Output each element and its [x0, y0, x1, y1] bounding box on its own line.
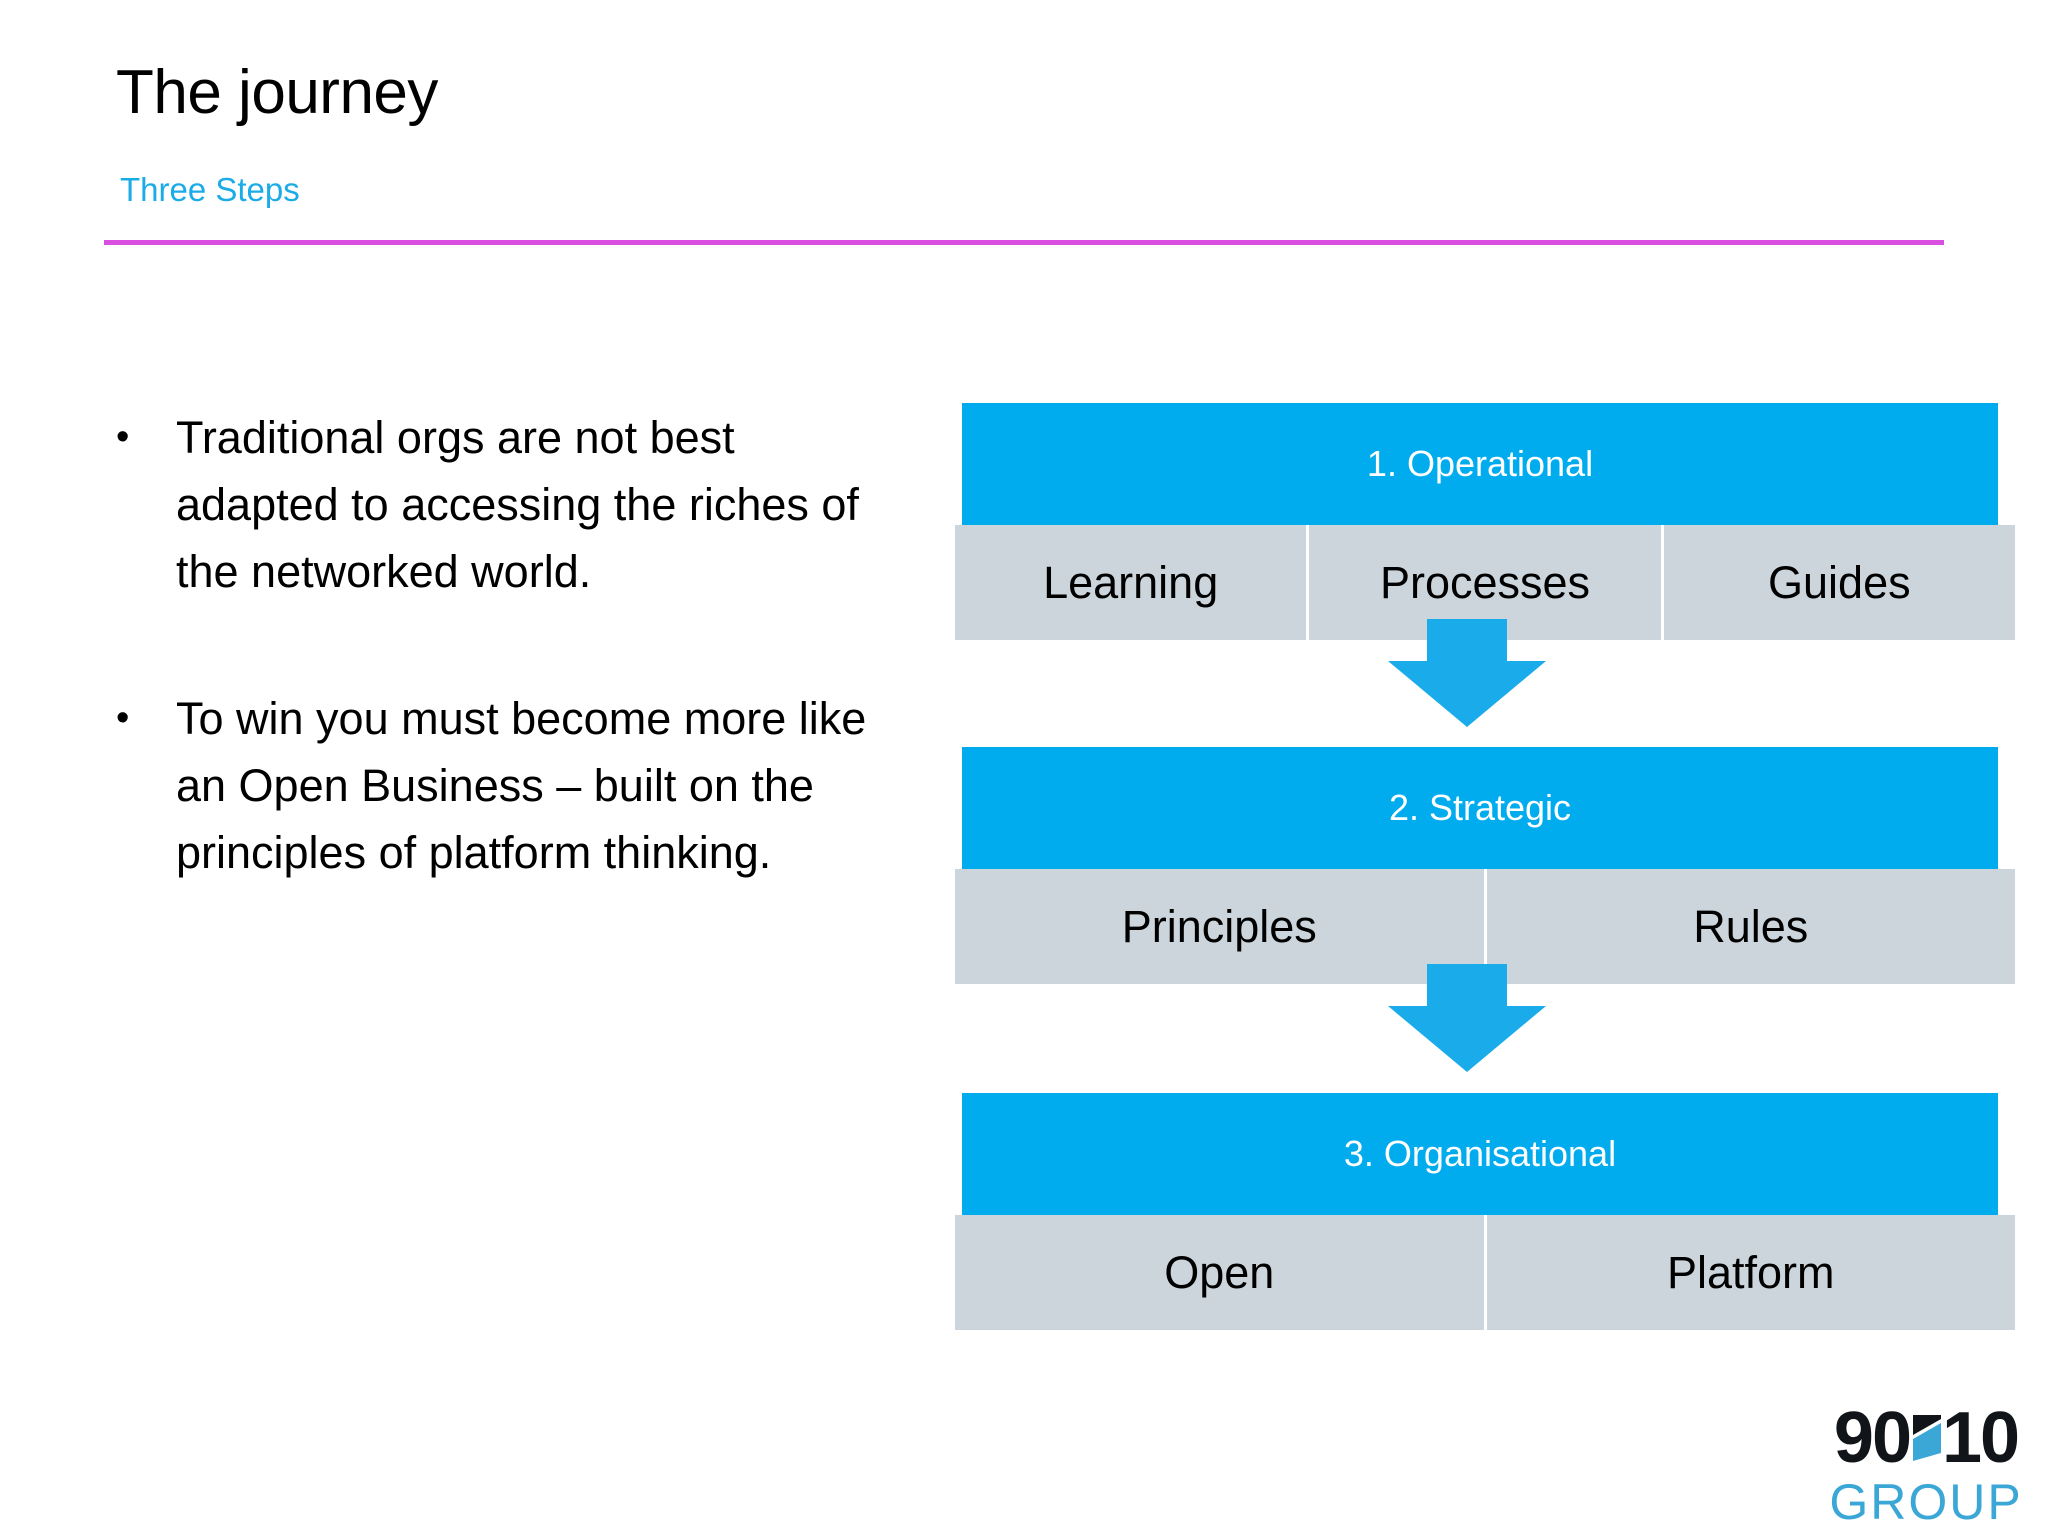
stage-item: Platform	[1486, 1215, 2015, 1330]
bullet-text: To win you must become more like an Open…	[176, 693, 867, 878]
logo-right-number: 10	[1942, 1398, 2020, 1478]
list-item: • Traditional orgs are not best adapted …	[104, 404, 884, 605]
down-arrow-icon	[1388, 964, 1546, 1072]
stage-header-label: 3. Organisational	[962, 1093, 1998, 1215]
logo-mark: 90 10	[1818, 1400, 2034, 1476]
bullet-marker-icon: •	[116, 697, 130, 739]
stage-items: Open Platform	[955, 1215, 2015, 1330]
logo-left-number: 90	[1833, 1398, 1912, 1478]
bullet-text: Traditional orgs are not best adapted to…	[176, 412, 859, 597]
logo-wordmark: GROUP	[1829, 1474, 2023, 1530]
page-title: The journey	[116, 58, 438, 127]
page-subtitle: Three Steps	[120, 171, 300, 208]
stage-item: Processes	[1309, 525, 1661, 640]
brand-logo: 90 10 GROUP	[1818, 1400, 2034, 1528]
list-item: • To win you must become more like an Op…	[104, 685, 884, 886]
stage-items: Learning Processes Guides	[955, 525, 2015, 640]
header-divider	[104, 240, 1944, 245]
stage-item: Principles	[955, 869, 1484, 984]
stage-item: Rules	[1486, 869, 2015, 984]
stage-item: Learning	[955, 525, 1307, 640]
down-arrow-icon	[1388, 619, 1546, 727]
diagram-stage-organisational: 3. Organisational Open Platform	[955, 1093, 2015, 1330]
stage-header-label: 2. Strategic	[962, 747, 1998, 869]
diagram-stage-operational: 1. Operational Learning Processes Guides	[955, 403, 2015, 640]
diagram-stage-strategic: 2. Strategic Principles Rules	[955, 747, 2015, 984]
bullet-list: • Traditional orgs are not best adapted …	[104, 404, 884, 886]
stage-item: Guides	[1663, 525, 2015, 640]
logo-numbers: 90 10	[1833, 1398, 2020, 1478]
stage-item: Open	[955, 1215, 1484, 1330]
stage-header-label: 1. Operational	[962, 403, 1998, 525]
three-steps-diagram: 1. Operational Learning Processes Guides…	[955, 403, 2015, 1330]
bullet-marker-icon: •	[116, 416, 130, 458]
play-triangle-icon	[1911, 1415, 1941, 1461]
